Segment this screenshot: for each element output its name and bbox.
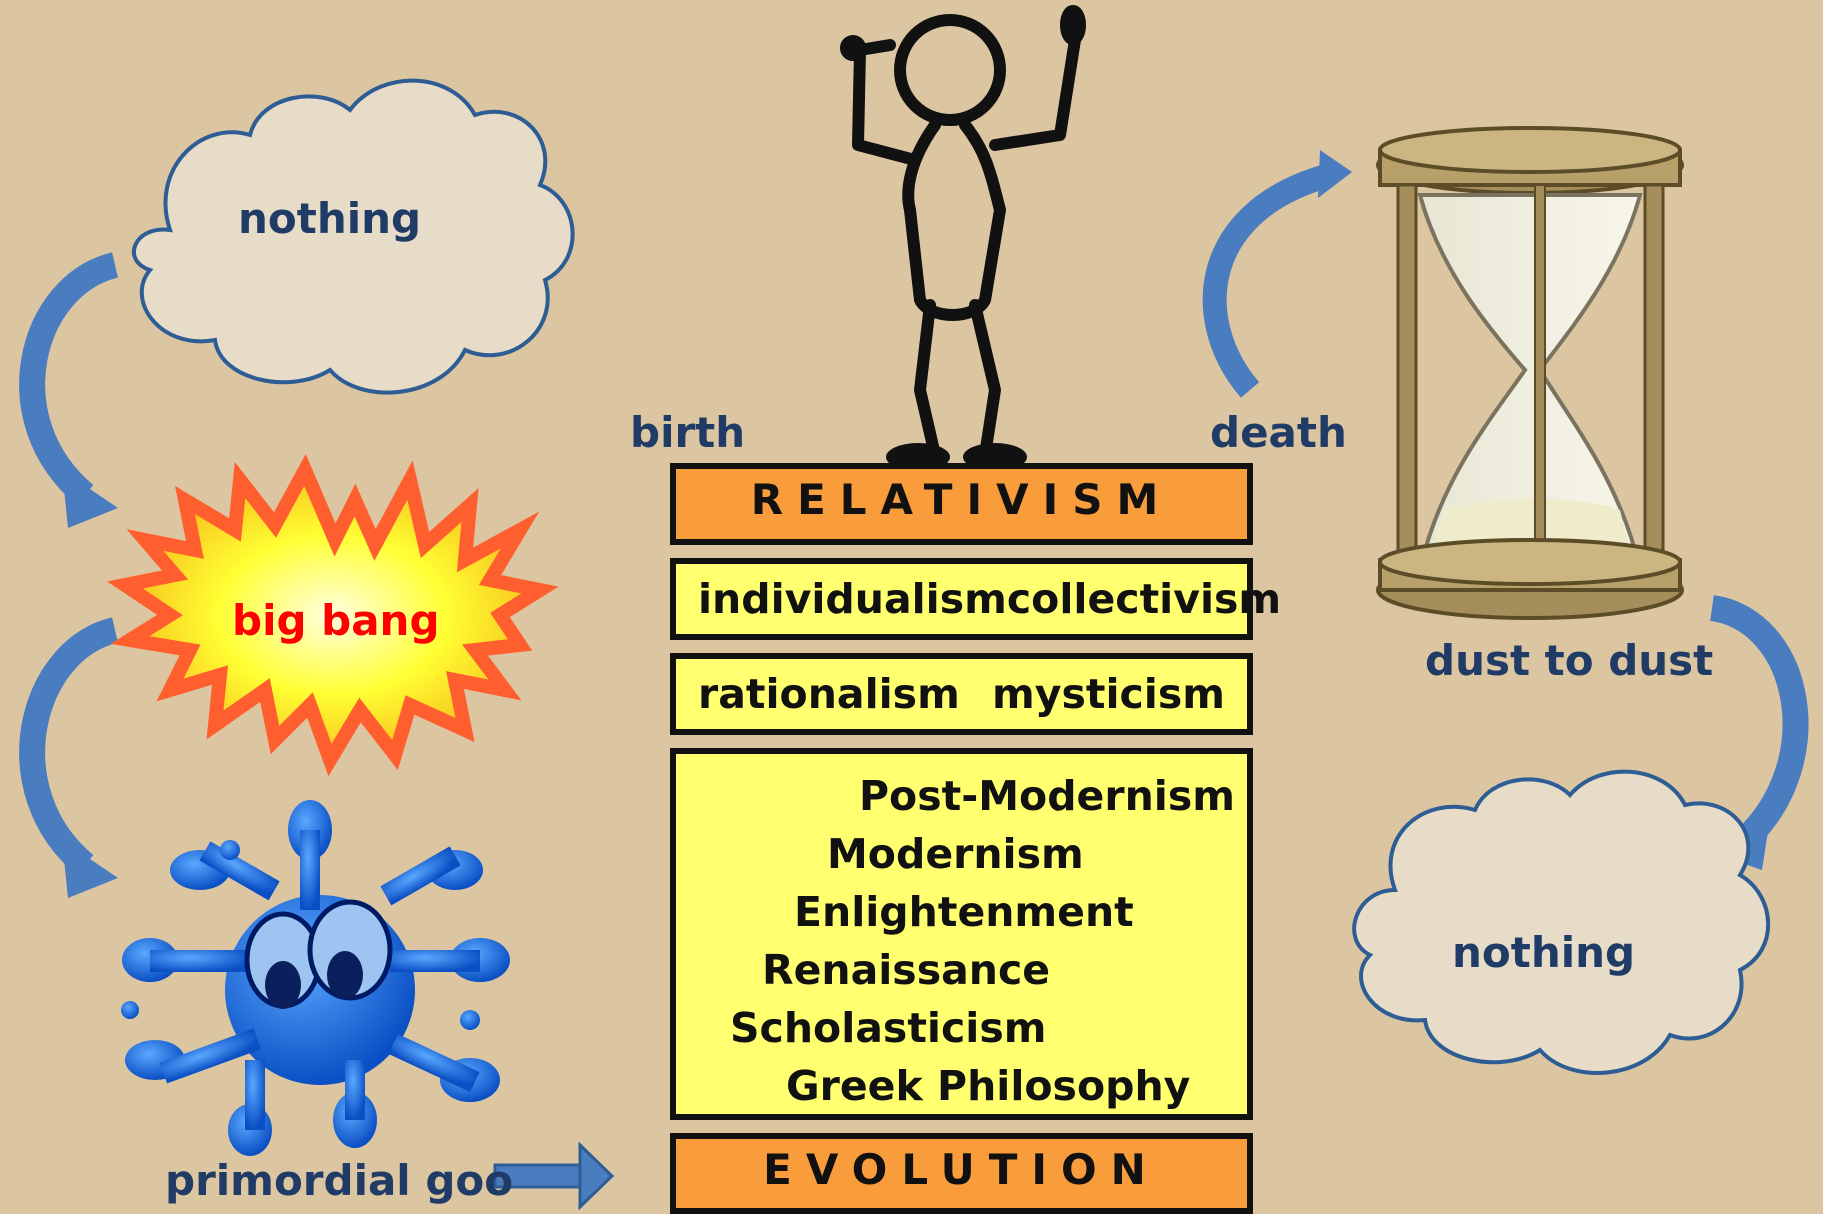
dust-to-dust-label: dust to dust <box>1425 636 1714 685</box>
right-cloud-label: nothing <box>1452 928 1636 977</box>
left-cloud-label: nothing <box>238 194 422 243</box>
cloud-nothing-left <box>131 78 575 395</box>
pair-box-individualism-collectivism: individualism collectivism <box>670 558 1281 640</box>
evolution-box: EVOLUTION <box>670 1133 1253 1214</box>
era-scholasticism: Scholasticism <box>730 1004 1047 1052</box>
stick-figure-thinker-icon <box>840 5 1086 461</box>
era-enlightenment: Enlightenment <box>794 888 1134 936</box>
collectivism-label: collectivism <box>1006 575 1282 623</box>
hourglass-icon <box>1376 126 1684 620</box>
arrow-nothing-to-bigbang <box>19 252 119 528</box>
era-greek-philosophy: Greek Philosophy <box>786 1062 1191 1110</box>
arrow-bigbang-to-goo <box>19 617 119 898</box>
pair-box-rationalism-mysticism: rationalism mysticism <box>670 653 1253 735</box>
rationalism-label: rationalism <box>698 670 960 718</box>
big-bang-explosion-icon <box>107 453 559 777</box>
eras-box: Post-Modernism Modernism Enlightenment R… <box>670 748 1253 1120</box>
birth-label: birth <box>630 408 746 457</box>
cloud-nothing-right <box>1352 769 1771 1075</box>
arrow-goo-to-evolution <box>493 1141 615 1211</box>
era-renaissance: Renaissance <box>762 946 1051 994</box>
death-label: death <box>1210 408 1347 457</box>
primordial-goo-splat-icon <box>121 800 510 1156</box>
arrow-death-to-hourglass <box>1202 150 1352 398</box>
primordial-goo-label: primordial goo <box>165 1156 514 1205</box>
era-modernism: Modernism <box>827 830 1084 878</box>
individualism-label: individualism <box>698 575 1007 623</box>
mysticism-label: mysticism <box>992 670 1225 718</box>
era-post-modernism: Post-Modernism <box>859 772 1235 820</box>
big-bang-label: big bang <box>232 596 440 645</box>
relativism-box: RELATIVISM <box>670 463 1253 545</box>
